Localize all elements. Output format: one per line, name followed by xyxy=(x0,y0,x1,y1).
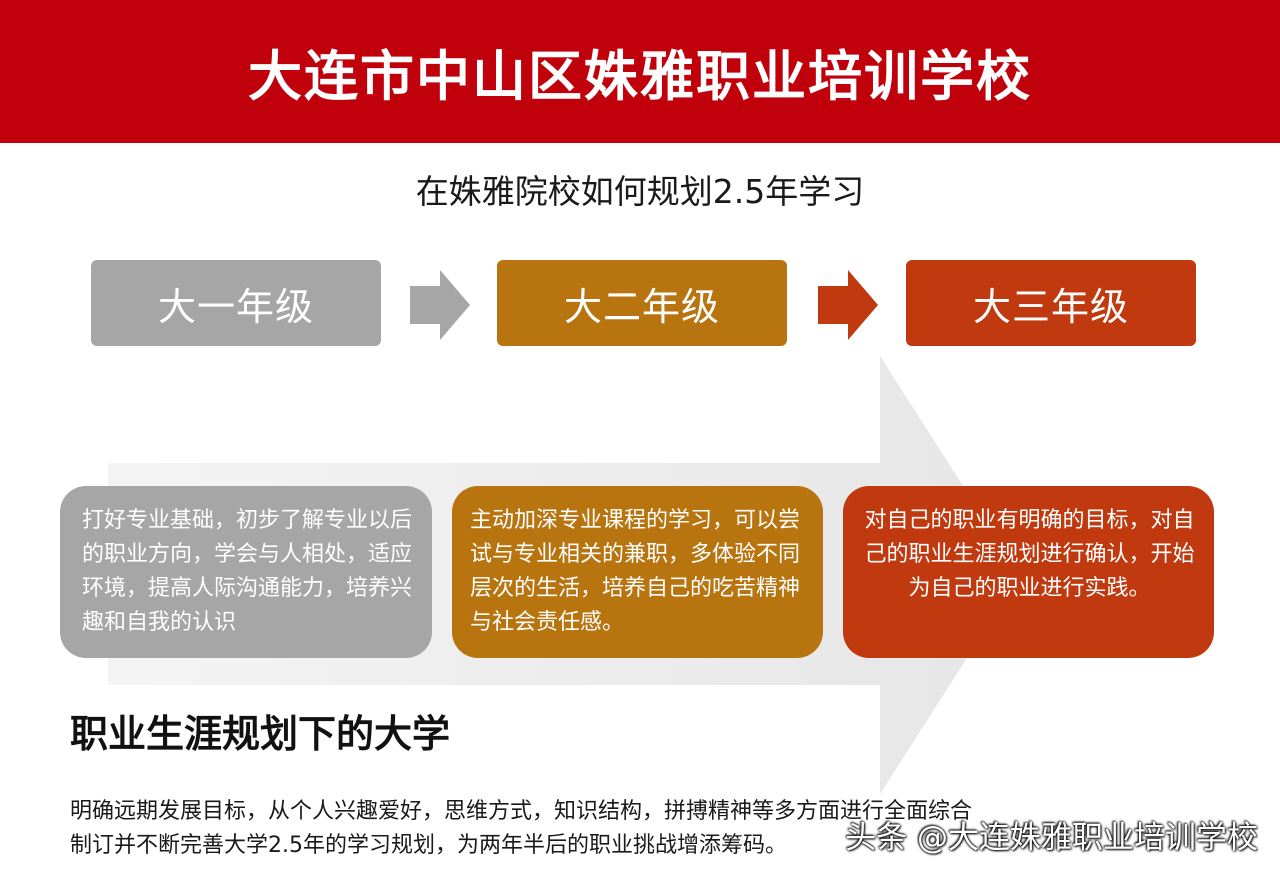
watermark: 头条 @大连姝雅职业培训学校 xyxy=(845,820,1258,856)
page-title: 大连市中山区姝雅职业培训学校 xyxy=(248,45,1032,108)
grade-box-year-3: 大三年级 xyxy=(906,260,1196,346)
description-text: 对自己的职业有明确的目标，对自己的职业生涯规划进行确认，开始为自己的职业进行实践… xyxy=(864,508,1195,601)
grade-label: 大三年级 xyxy=(972,284,1129,329)
right-arrow-icon xyxy=(818,270,878,340)
body-line: 制订并不断完善大学2.5年的学习规划，为两年半后的职业挑战增添筹码。 xyxy=(70,833,787,858)
description-text: 打好专业基础，初步了解专业以后的职业方向，学会与人相处，适应环境，提高人际沟通能… xyxy=(82,508,413,635)
description-year-2: 主动加深专业课程的学习，可以尝试与专业相关的兼职，多体验不同层次的生活，培养自己… xyxy=(452,486,823,658)
body-paragraph: 明确远期发展目标，从个人兴趣爱好，思维方式，知识结构，拼搏精神等多方面进行全面综… xyxy=(70,795,1250,863)
subtitle: 在姝雅院校如何规划2.5年学习 xyxy=(415,172,865,211)
grade-box-year-1: 大一年级 xyxy=(91,260,381,346)
header-bar xyxy=(0,0,1280,143)
section-heading: 职业生涯规划下的大学 xyxy=(70,712,451,756)
grade-label: 大一年级 xyxy=(157,284,314,329)
description-year-3: 对自己的职业有明确的目标，对自己的职业生涯规划进行确认，开始为自己的职业进行实践… xyxy=(843,486,1214,658)
body-line: 明确远期发展目标，从个人兴趣爱好，思维方式，知识结构，拼搏精神等多方面进行全面综… xyxy=(70,799,973,824)
grade-box-year-2: 大二年级 xyxy=(497,260,787,346)
description-year-1: 打好专业基础，初步了解专业以后的职业方向，学会与人相处，适应环境，提高人际沟通能… xyxy=(60,486,432,658)
grade-label: 大二年级 xyxy=(563,284,720,329)
description-text: 主动加深专业课程的学习，可以尝试与专业相关的兼职，多体验不同层次的生活，培养自己… xyxy=(470,508,801,635)
right-arrow-icon xyxy=(410,270,470,340)
